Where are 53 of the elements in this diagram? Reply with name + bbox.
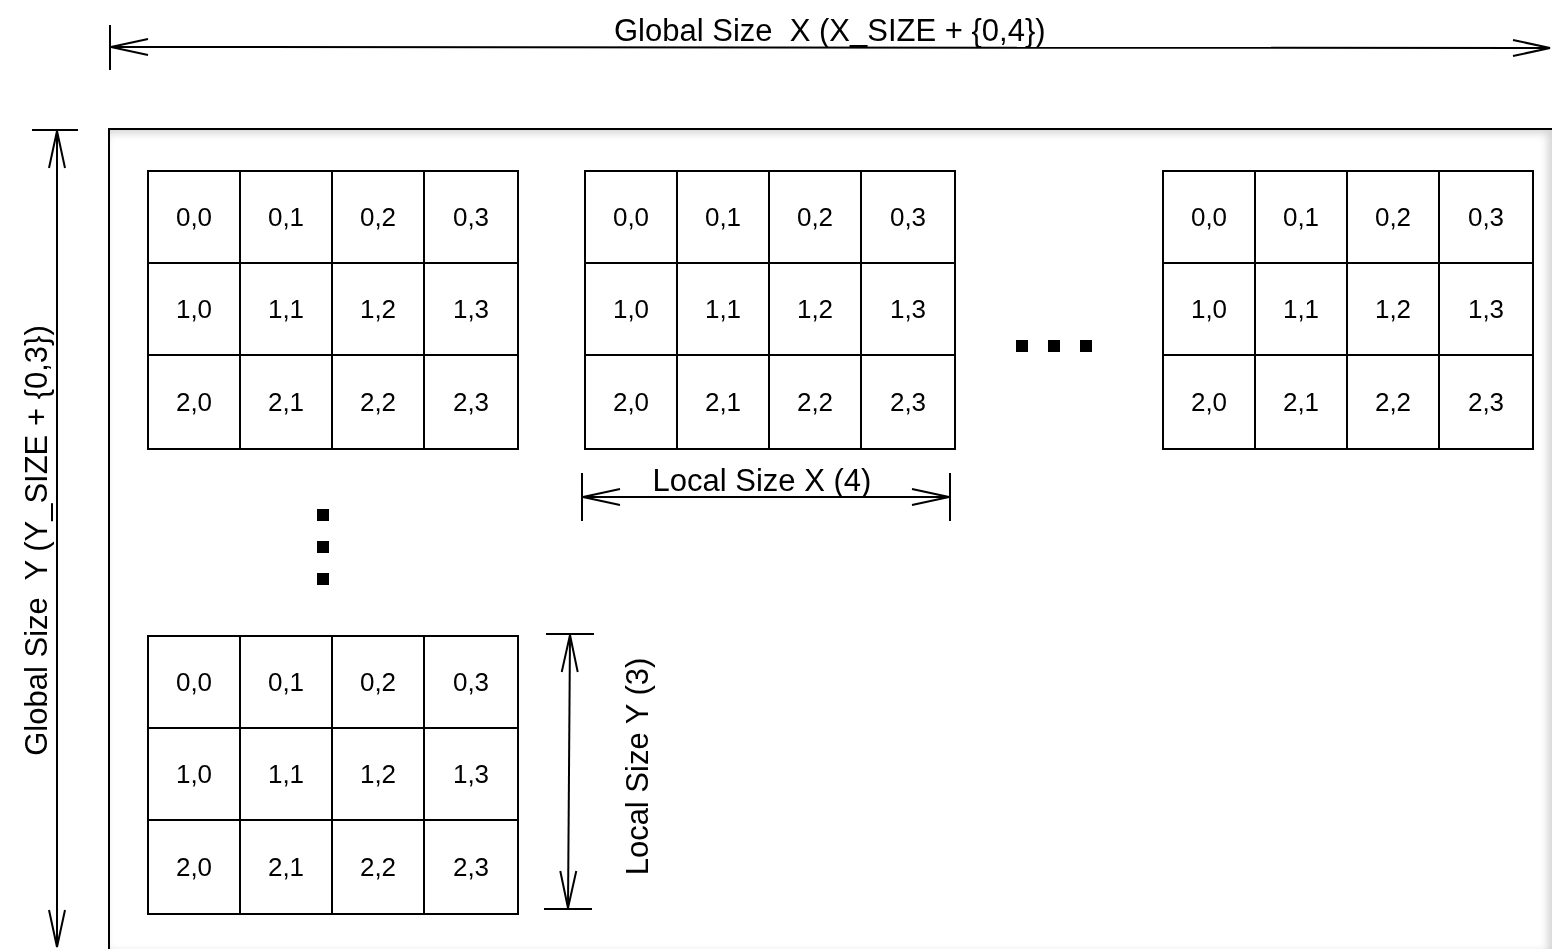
- grid-cell: 1,2: [1348, 264, 1440, 356]
- grid-cell: 1,1: [1256, 264, 1348, 356]
- grid-cell: 1,0: [149, 729, 241, 821]
- grid-cell: 2,1: [678, 356, 770, 448]
- grid-cell: 0,2: [1348, 172, 1440, 264]
- grid-cell: 0,1: [241, 172, 333, 264]
- grid-cell: 0,0: [1164, 172, 1256, 264]
- grid-frame: [1162, 170, 1534, 450]
- grid-cell: 0,1: [1256, 172, 1348, 264]
- grid-frame: [147, 170, 519, 450]
- grid-frame: [584, 170, 956, 450]
- panel-frame: [108, 128, 1552, 949]
- grid-cell: 1,2: [333, 729, 425, 821]
- grid-cell: 0,2: [333, 172, 425, 264]
- grid-cell: 2,2: [333, 821, 425, 913]
- grid-cell: 1,2: [770, 264, 862, 356]
- grid-cell: 2,3: [862, 356, 954, 448]
- grid-cell: 1,1: [241, 264, 333, 356]
- grid-cell: 0,3: [862, 172, 954, 264]
- grid-cell: 0,3: [1440, 172, 1532, 264]
- grid-cell: 0,0: [149, 172, 241, 264]
- grid-cell: 1,3: [425, 264, 517, 356]
- grid-frame: [147, 635, 519, 915]
- grid-cell: 2,1: [241, 821, 333, 913]
- grid-cell: 2,3: [1440, 356, 1532, 448]
- grid-cell: 0,3: [425, 637, 517, 729]
- grid-cell: 2,2: [1348, 356, 1440, 448]
- grid-cell: 1,0: [586, 264, 678, 356]
- grid-cell: 1,3: [425, 729, 517, 821]
- grid-cell: 2,1: [1256, 356, 1348, 448]
- grid-cell: 1,3: [862, 264, 954, 356]
- grid-cell: 1,1: [241, 729, 333, 821]
- grid-cell: 0,1: [678, 172, 770, 264]
- grid-cell: 2,3: [425, 356, 517, 448]
- grid-cell: 1,2: [333, 264, 425, 356]
- grid-cell: 1,0: [1164, 264, 1256, 356]
- grid-cell: 2,2: [333, 356, 425, 448]
- grid-cell: 2,3: [425, 821, 517, 913]
- grid-cell: 1,0: [149, 264, 241, 356]
- grid-cell: 2,0: [149, 356, 241, 448]
- grid-cell: 0,0: [586, 172, 678, 264]
- grid-cell: 0,0: [149, 637, 241, 729]
- grid-cell: 1,3: [1440, 264, 1532, 356]
- grid-cell: 2,0: [1164, 356, 1256, 448]
- grid-cell: 0,2: [770, 172, 862, 264]
- grid-cell: 0,3: [425, 172, 517, 264]
- grid-cell: 2,2: [770, 356, 862, 448]
- grid-cell: 1,1: [678, 264, 770, 356]
- grid-cell: 2,0: [149, 821, 241, 913]
- grid-cell: 2,1: [241, 356, 333, 448]
- grid-cell: 2,0: [586, 356, 678, 448]
- grid-cell: 0,2: [333, 637, 425, 729]
- grid-cell: 0,1: [241, 637, 333, 729]
